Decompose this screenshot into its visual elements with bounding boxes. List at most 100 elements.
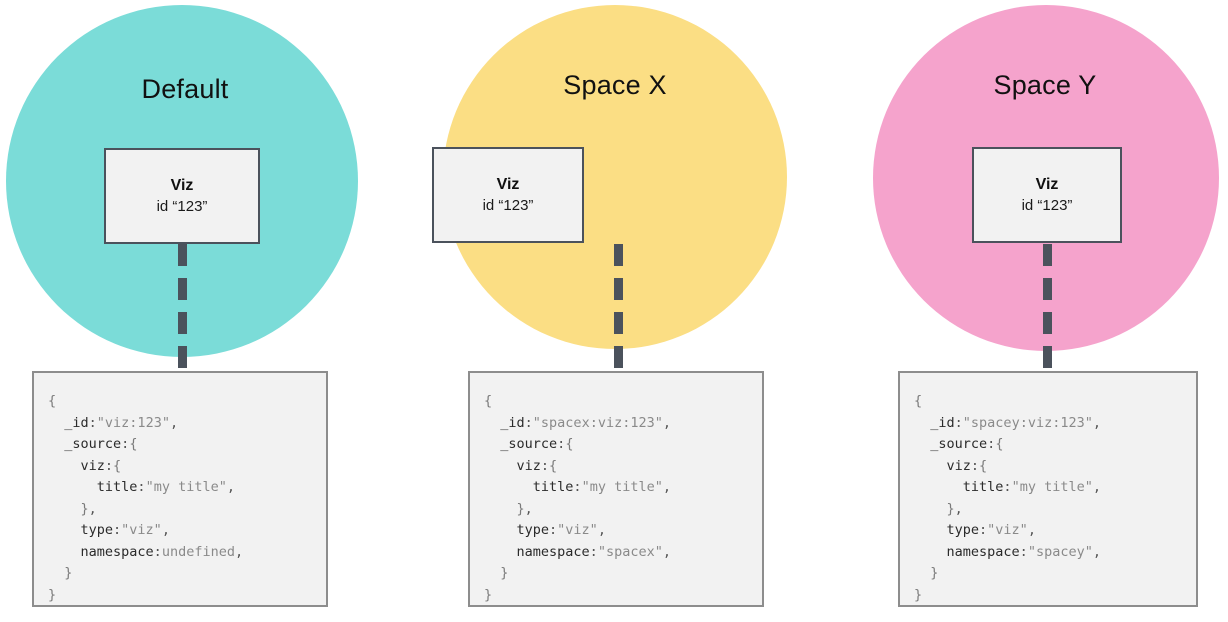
code-token: , — [662, 479, 671, 495]
code-token: undefined — [161, 543, 235, 560]
code-token: : — [1003, 479, 1012, 495]
viz-node-title: Viz — [170, 176, 194, 194]
code-token: } — [516, 500, 525, 517]
code-token: "viz" — [557, 522, 598, 538]
code-token: { — [113, 457, 122, 474]
code-token: , — [88, 500, 97, 517]
code-token: : — [121, 436, 130, 452]
code-token: "my title" — [1011, 479, 1093, 495]
code-token: } — [500, 565, 509, 581]
code-token: "my title" — [145, 479, 227, 495]
code-token: : — [970, 457, 980, 474]
code-token: , — [1092, 414, 1101, 431]
code-token: title — [532, 479, 574, 495]
code-token: : — [549, 522, 558, 538]
code-token: } — [946, 500, 955, 517]
code-token: "spacex:viz:123" — [532, 414, 663, 431]
code-token: , — [169, 414, 179, 431]
space-column-default: Default Viz id “123” { _id:"viz:123", _s… — [0, 0, 370, 622]
code-token: { — [914, 393, 923, 409]
code-token: } — [484, 586, 493, 603]
code-token: : — [979, 522, 988, 538]
code-token: { — [48, 393, 57, 409]
document-json-default: { _id:"viz:123", _source:{ viz:{ title:"… — [48, 391, 312, 606]
document-box-spacey: { _id:"spacey:viz:123", _source:{ viz:{ … — [898, 371, 1198, 607]
code-token: _source — [500, 436, 558, 452]
code-token: , — [161, 522, 170, 538]
code-token: } — [64, 565, 73, 581]
space-title-spacex: Space X — [563, 70, 667, 100]
viz-node-title: Viz — [1035, 175, 1059, 193]
code-token: type — [80, 522, 114, 538]
code-token: , — [226, 479, 235, 495]
code-token: } — [80, 500, 89, 517]
viz-node-subtitle: id “123” — [1021, 196, 1073, 214]
code-token: , — [954, 500, 963, 517]
code-token: { — [129, 436, 138, 452]
code-token: "spacey" — [1027, 543, 1093, 560]
code-token: viz — [946, 457, 971, 474]
code-token: type — [946, 522, 980, 538]
dashed-connector-line — [614, 244, 623, 368]
document-box-spacex: { _id:"spacex:viz:123", _source:{ viz:{ … — [468, 371, 764, 607]
code-token: _id — [930, 414, 955, 431]
space-column-spacey: Space Y Viz id “123” { _id:"spacey:viz:1… — [862, 0, 1228, 622]
code-token: namespace — [516, 543, 590, 560]
code-token: : — [104, 457, 114, 474]
code-token: } — [48, 586, 57, 603]
code-token: { — [484, 393, 493, 409]
code-token: namespace — [946, 543, 1020, 560]
viz-node-spacex[interactable]: Viz id “123” — [432, 147, 584, 243]
code-token: "my title" — [581, 479, 663, 495]
code-token: : — [88, 414, 97, 431]
code-token: _id — [500, 414, 525, 431]
viz-node-title: Viz — [496, 175, 520, 193]
code-token: , — [234, 543, 244, 560]
code-token: { — [549, 457, 558, 474]
code-token: { — [995, 436, 1004, 452]
code-token: { — [565, 436, 574, 452]
code-token: { — [979, 457, 988, 474]
code-token: viz — [80, 457, 105, 474]
code-token: } — [914, 586, 923, 603]
code-token: : — [987, 436, 996, 452]
code-token: : — [524, 414, 533, 431]
code-token: _id — [64, 414, 89, 431]
dashed-connector-line — [178, 244, 187, 368]
code-token: , — [1027, 522, 1036, 538]
code-token: : — [589, 543, 598, 560]
viz-node-default[interactable]: Viz id “123” — [104, 148, 260, 244]
code-token: "viz" — [987, 522, 1028, 538]
document-box-default: { _id:"viz:123", _source:{ viz:{ title:"… — [32, 371, 328, 607]
viz-node-subtitle: id “123” — [482, 196, 534, 214]
code-token: _source — [930, 436, 988, 452]
document-json-spacex: { _id:"spacex:viz:123", _source:{ viz:{ … — [484, 391, 748, 606]
code-token: title — [96, 479, 138, 495]
code-token: _source — [64, 436, 122, 452]
code-token: : — [573, 479, 582, 495]
document-json-spacey: { _id:"spacey:viz:123", _source:{ viz:{ … — [914, 391, 1182, 606]
viz-node-spacey[interactable]: Viz id “123” — [972, 147, 1122, 243]
code-token: title — [962, 479, 1004, 495]
code-token: : — [113, 522, 122, 538]
code-token: , — [524, 500, 533, 517]
code-token: : — [153, 543, 162, 560]
code-token: "viz" — [121, 522, 162, 538]
space-title-default: Default — [141, 74, 229, 104]
code-token: , — [597, 522, 606, 538]
space-column-spacex: Space X Viz id “123” { _id:"spacex:viz:1… — [432, 0, 798, 622]
dashed-connector-line — [1043, 244, 1052, 368]
code-token: : — [1019, 543, 1028, 560]
code-token: } — [930, 565, 939, 581]
code-token: "spacey:viz:123" — [962, 414, 1093, 431]
code-token: type — [516, 522, 550, 538]
code-token: : — [954, 414, 963, 431]
code-token: , — [1092, 479, 1101, 495]
code-token: : — [137, 479, 146, 495]
code-token: , — [1092, 543, 1101, 560]
code-token: viz — [516, 457, 541, 474]
space-title-spacey: Space Y — [993, 70, 1097, 100]
code-token: , — [662, 414, 671, 431]
code-token: "viz:123" — [96, 414, 170, 431]
